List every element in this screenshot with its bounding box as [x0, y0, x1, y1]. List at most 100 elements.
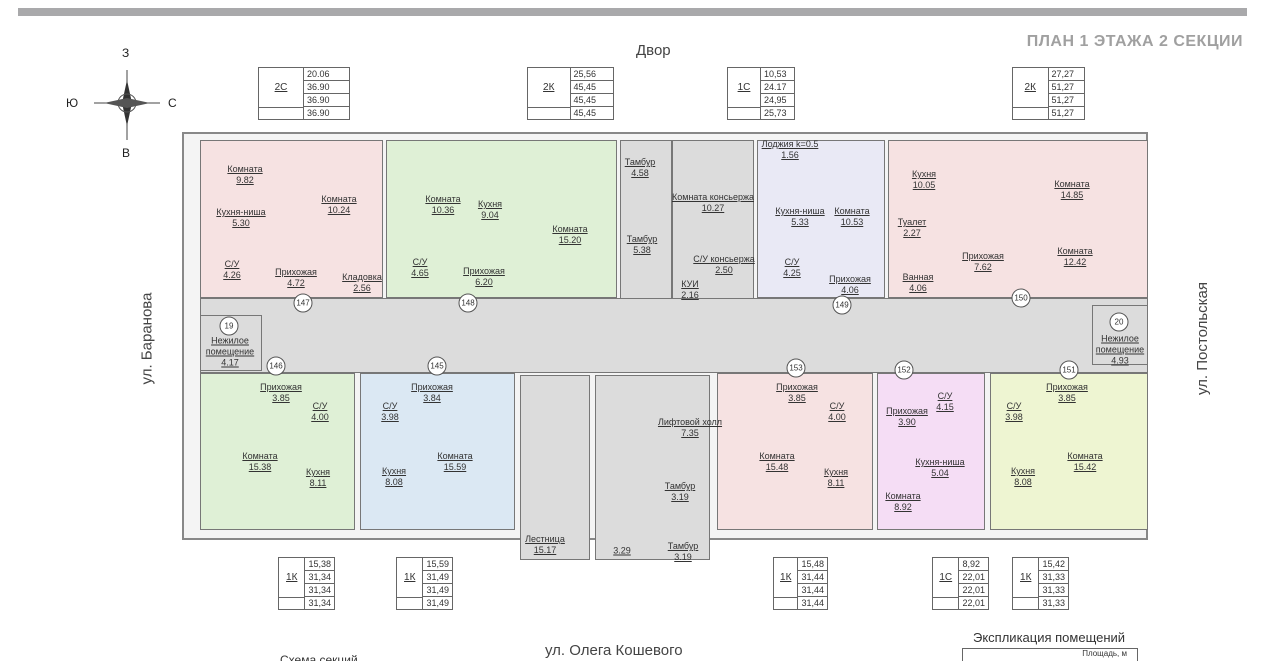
apartment-type: 1К [774, 558, 799, 597]
apartment-149[interactable] [757, 140, 885, 298]
room-name: Кухня [823, 467, 849, 477]
room-area: 12.42 [1063, 257, 1087, 267]
compass-north: З [122, 46, 130, 60]
room-area: 14.85 [1060, 190, 1084, 200]
apartment-number-badge[interactable]: 149 [832, 295, 852, 315]
apartment-type: 2К [1013, 68, 1049, 107]
apartment-number-badge[interactable]: 152 [894, 360, 914, 380]
room-area: 15.17 [533, 545, 557, 555]
lift-hall[interactable] [595, 375, 710, 560]
sections-scheme-label: Схема секций [280, 653, 358, 661]
apartment-number-badge[interactable]: 150 [1011, 288, 1031, 308]
area-value: 15,48 [798, 558, 827, 571]
table-blank-cell [528, 107, 571, 119]
apartment-number-badge[interactable]: 153 [786, 358, 806, 378]
area-value: 51,27 [1048, 94, 1084, 107]
corridor[interactable] [200, 298, 1148, 373]
table-blank-cell [397, 597, 424, 609]
room-name: Тамбур [667, 541, 699, 551]
area-value: 15,42 [1039, 558, 1068, 571]
apartment-number-badge[interactable]: 20 [1109, 312, 1129, 332]
room-name: С/У консьержа [693, 254, 755, 264]
apartment-153[interactable] [717, 373, 873, 530]
concierge-room[interactable] [672, 140, 754, 300]
table-blank-cell [1013, 107, 1049, 119]
area-header: Площадь, м [1082, 649, 1127, 658]
room-name: Прихожая [829, 274, 871, 284]
apartment-147[interactable] [200, 140, 383, 298]
area-value: 45,45 [573, 108, 597, 118]
apartment-number-badge[interactable]: 145 [427, 356, 447, 376]
room-area: 8.92 [894, 502, 912, 512]
room-area: 7.62 [974, 262, 992, 272]
room-name: Тамбур [624, 157, 656, 167]
room-area: 8.08 [1014, 477, 1032, 487]
explication-table: Площадь, м [962, 648, 1138, 661]
room-area: 5.33 [791, 217, 809, 227]
room-area: 8.08 [385, 477, 403, 487]
room-area: 15.38 [248, 462, 272, 472]
area-value: 22,01 [962, 598, 985, 608]
room-area: 5.04 [931, 468, 949, 478]
room-name: Кухня [381, 466, 407, 476]
room-area: 8.11 [827, 478, 845, 488]
apartment-number-badge[interactable]: 148 [458, 293, 478, 313]
area-value: 31,49 [423, 571, 452, 584]
apartment-type: 2С [259, 68, 304, 107]
room-area: 4.93 [1111, 355, 1129, 366]
apartment-146[interactable] [200, 373, 355, 530]
apartment-number-badge[interactable]: 19 [219, 316, 239, 336]
room-area: 15.42 [1073, 462, 1097, 472]
room-area: 2.16 [681, 290, 699, 300]
staircase[interactable] [520, 375, 590, 560]
room-name: Кладовка [342, 272, 382, 282]
apartment-type: 1С [933, 558, 960, 597]
apartment-number-badge[interactable]: 147 [293, 293, 313, 313]
room-name: Комната [321, 194, 357, 204]
area-value: 31,34 [308, 598, 331, 608]
area-value: 45,45 [570, 94, 613, 107]
apartment-148[interactable] [386, 140, 617, 298]
room-area: 2.56 [353, 283, 371, 293]
table-blank-cell [774, 597, 799, 609]
apartment-type: 1С [728, 68, 761, 107]
apartment-152[interactable] [877, 373, 985, 530]
room-area: 4.72 [287, 278, 305, 288]
room-name: Комната [1067, 451, 1103, 461]
table-blank-cell [279, 597, 306, 609]
compass: З В Ю С [66, 46, 177, 160]
room-name: Комната [1057, 246, 1093, 256]
apartment-number-badge[interactable]: 146 [266, 356, 286, 376]
room-area: 3.98 [381, 412, 399, 422]
room-area: 1.56 [781, 150, 799, 160]
area-value: 31,33 [1039, 584, 1068, 597]
area-value: 31,49 [423, 584, 452, 597]
apartment-number-badge[interactable]: 151 [1059, 360, 1079, 380]
room-area: 4.17 [221, 357, 239, 368]
apartment-145[interactable] [360, 373, 515, 530]
room-name: С/У [784, 257, 800, 267]
area-value: 8,92 [959, 558, 988, 571]
room-name: Лоджия k=0.5 [761, 139, 819, 149]
room-area: 4.00 [828, 412, 846, 422]
room-name: Кухня-ниша [775, 206, 825, 216]
room-name: КУИ [681, 279, 699, 289]
room-area: 4.25 [783, 268, 801, 278]
